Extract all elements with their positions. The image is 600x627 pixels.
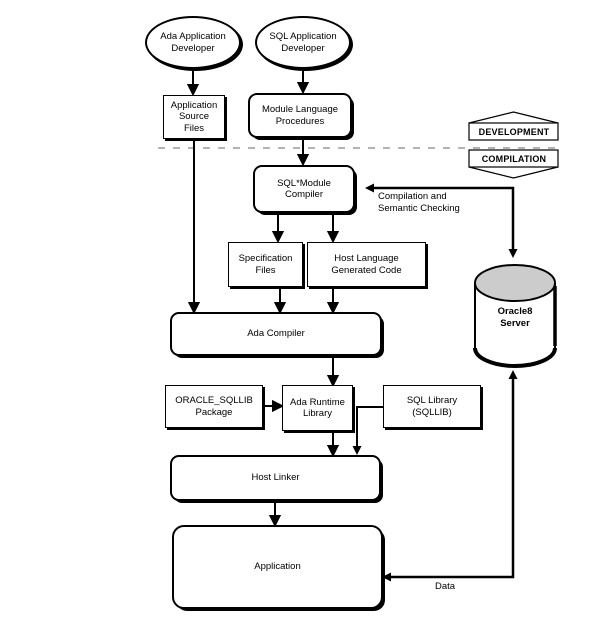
node-label: ORACLE_SQLLIB Package: [175, 395, 253, 418]
node-module-language-procedures: Module Language Procedures: [248, 93, 352, 138]
node-application: Application: [172, 525, 383, 609]
edge-label-data: Data: [434, 581, 456, 592]
node-sql-library-sqllib: SQL Library (SQLLIB): [383, 385, 481, 428]
edge-host-linker-to-application: [268, 501, 282, 528]
edge-sql-library-to-host-linker: [352, 406, 383, 455]
edge-spec-files-to-ada-compiler: [273, 288, 287, 315]
node-label: SQL Library (SQLLIB): [406, 395, 458, 418]
edge-module-lang-to-sql-module-compiler: [296, 138, 310, 167]
node-label: Ada Application Developer: [160, 31, 226, 54]
node-label: Host Language Generated Code: [331, 253, 402, 276]
node-application-source-files: Application Source Files: [163, 95, 225, 139]
edge-runtime-to-host-linker: [326, 431, 340, 458]
oracle8-server-cylinder: [473, 264, 557, 368]
node-label: Host Linker: [251, 472, 300, 484]
edge-ada-compiler-to-runtime: [326, 356, 340, 388]
edge-oracle8-application-data: [382, 370, 518, 582]
node-label: Ada Runtime Library: [290, 396, 345, 420]
node-label: Specification Files: [238, 253, 293, 276]
node-ada-runtime-library: Ada Runtime Library: [282, 385, 353, 431]
node-label: Application: [254, 561, 301, 573]
node-label: Module Language Procedures: [261, 104, 339, 127]
compilation-badge-label: COMPILATION: [481, 154, 547, 164]
node-ada-application-developer: Ada Application Developer: [145, 16, 241, 69]
node-oracle-sqllib-package: ORACLE_SQLLIB Package: [165, 385, 263, 428]
node-host-linker: Host Linker: [170, 455, 381, 501]
edge-compiler-to-host-lang: [326, 213, 340, 244]
node-host-language-generated-code: Host Language Generated Code: [307, 242, 426, 287]
node-specification-files: Specification Files: [228, 242, 303, 287]
node-sql-application-developer: SQL Application Developer: [255, 16, 351, 69]
node-oracle8-server-label: Oracle8 Server: [497, 306, 533, 329]
compilation-badge-shape: [468, 149, 559, 179]
edge-sql-dev-to-module-lang: [296, 69, 310, 95]
node-label: SQL Application Developer: [269, 31, 337, 54]
edge-app-source-to-ada-compiler: [187, 139, 201, 315]
development-badge-shape: [468, 111, 559, 141]
node-ada-compiler: Ada Compiler: [170, 312, 382, 356]
edge-host-lang-to-ada-compiler: [326, 288, 340, 315]
edge-ada-dev-to-app-source: [186, 69, 200, 97]
node-label: Application Source Files: [170, 99, 218, 134]
edge-label-compilation-semantic-checking: Compilation and Semantic Checking: [378, 191, 460, 214]
node-label: SQL*Module Compiler: [277, 177, 331, 201]
edge-sqllib-package-to-runtime: [263, 399, 285, 413]
edge-compiler-to-spec-files: [271, 213, 285, 244]
edge-compiler-oracle8-checking: [365, 183, 518, 258]
development-badge-label: DEVELOPMENT: [478, 127, 550, 137]
node-sql-module-compiler: SQL*Module Compiler: [253, 165, 355, 213]
node-label: Ada Compiler: [247, 328, 305, 340]
